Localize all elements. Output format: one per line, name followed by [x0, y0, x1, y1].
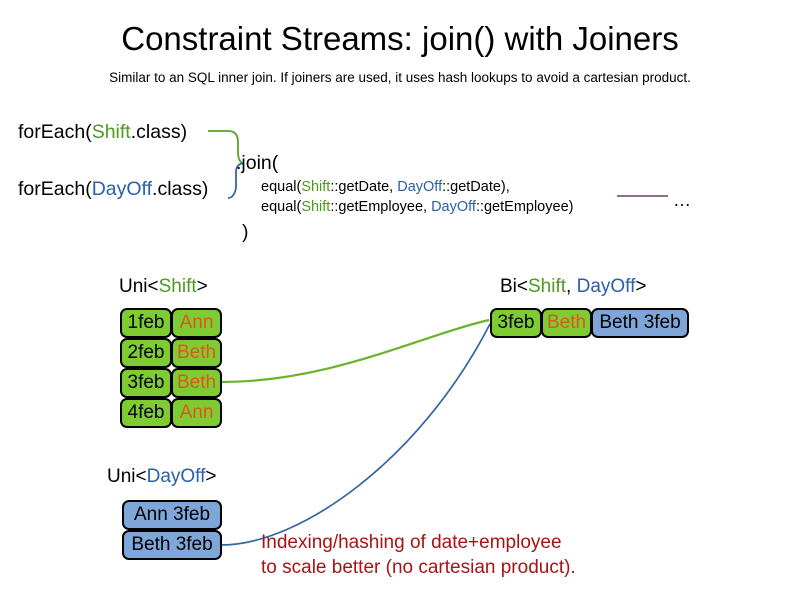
table-row[interactable]: 3feb Beth Beth 3feb [490, 308, 689, 338]
connector-shift-row-to-bi [221, 318, 490, 384]
table-row[interactable]: 2feb Beth [120, 338, 222, 368]
bi-employee-cell: Beth [541, 308, 592, 338]
label-bi-stream: Bi<Shift, DayOff> [500, 276, 646, 298]
shift-date-cell: 3feb [120, 368, 172, 398]
bi-label-prefix: Bi< [500, 276, 528, 297]
page-title: Constraint Streams: join() with Joiners [121, 20, 679, 57]
annotation-note: Indexing/hashing of date+employee to sca… [261, 530, 576, 580]
table-row[interactable]: 1feb Ann [120, 308, 222, 338]
shift-employee-cell: Beth [171, 338, 222, 368]
uni-shift-label-prefix: Uni< [119, 276, 159, 297]
bi-dayoff-cell: Beth 3feb [591, 308, 689, 338]
joiner-date-right-class: DayOff [397, 179, 443, 195]
bi-label-class-dayoff: DayOff [576, 276, 636, 297]
code-foreach-dayoff: forEach(DayOff.class) [18, 178, 208, 201]
foreach-shift-prefix: forEach( [18, 121, 92, 143]
code-join-open: .join( [236, 152, 279, 174]
bi-label-class-shift: Shift [528, 276, 567, 297]
uni-shift-label-class: Shift [158, 276, 197, 297]
annotation-line-1: Indexing/hashing of date+employee [261, 532, 562, 553]
foreach-dayoff-prefix: forEach( [18, 178, 92, 200]
continuation-ellipsis: … [673, 190, 691, 210]
shift-employee-cell: Ann [171, 308, 222, 338]
uni-dayoff-label-prefix: Uni< [107, 466, 147, 487]
table-row[interactable]: 4feb Ann [120, 398, 222, 428]
uni-dayoff-label-suffix: > [205, 466, 217, 487]
uni-shift-label-suffix: > [196, 276, 208, 297]
code-join-close: ) [242, 221, 249, 243]
foreach-dayoff-suffix: .class) [152, 178, 209, 200]
shift-employee-cell: Beth [171, 368, 222, 398]
code-foreach-shift: forEach(Shift.class) [18, 121, 187, 144]
label-uni-dayoff: Uni<DayOff> [107, 466, 217, 488]
joiner-employee-left-method: ::getEmployee, [330, 199, 432, 215]
label-uni-shift: Uni<Shift> [119, 276, 208, 298]
dayoff-cell: Ann 3feb [122, 500, 222, 530]
foreach-shift-suffix: .class) [130, 121, 188, 143]
page-subtitle: Similar to an SQL inner join. If joiners… [109, 70, 691, 85]
joiner-employee-left-class: Shift [301, 199, 331, 215]
joiner-date-right-method: ::getDate), [442, 179, 510, 195]
joiner-employee-prefix: equal( [261, 199, 302, 215]
connector-dayoff-row-to-bi [220, 323, 491, 546]
foreach-shift-class: Shift [91, 121, 131, 143]
joiner-employee-right-class: DayOff [431, 199, 476, 215]
shift-date-cell: 1feb [120, 308, 172, 338]
shift-date-cell: 4feb [120, 398, 172, 428]
bi-label-separator: , [566, 276, 577, 297]
foreach-dayoff-class: DayOff [91, 178, 153, 200]
annotation-line-2: to scale better (no cartesian product). [261, 557, 576, 578]
joiner-date-prefix: equal( [261, 179, 302, 195]
code-joiner-employee: equal(Shift::getEmployee, DayOff::getEmp… [261, 199, 573, 215]
list-item[interactable]: Beth 3feb [122, 530, 222, 560]
bi-label-suffix: > [635, 276, 647, 297]
joiner-date-left-method: ::getDate, [330, 179, 398, 195]
joiner-employee-right-method: ::getEmployee) [475, 199, 574, 215]
dayoff-cell: Beth 3feb [122, 530, 222, 560]
table-row[interactable]: 3feb Beth [120, 368, 222, 398]
shift-date-cell: 2feb [120, 338, 172, 368]
shift-employee-cell: Ann [171, 398, 222, 428]
joiner-date-left-class: Shift [301, 179, 331, 195]
uni-dayoff-label-class: DayOff [146, 466, 206, 487]
list-item[interactable]: Ann 3feb [122, 500, 222, 530]
bi-date-cell: 3feb [490, 308, 542, 338]
code-joiner-date: equal(Shift::getDate, DayOff::getDate), [261, 179, 510, 195]
